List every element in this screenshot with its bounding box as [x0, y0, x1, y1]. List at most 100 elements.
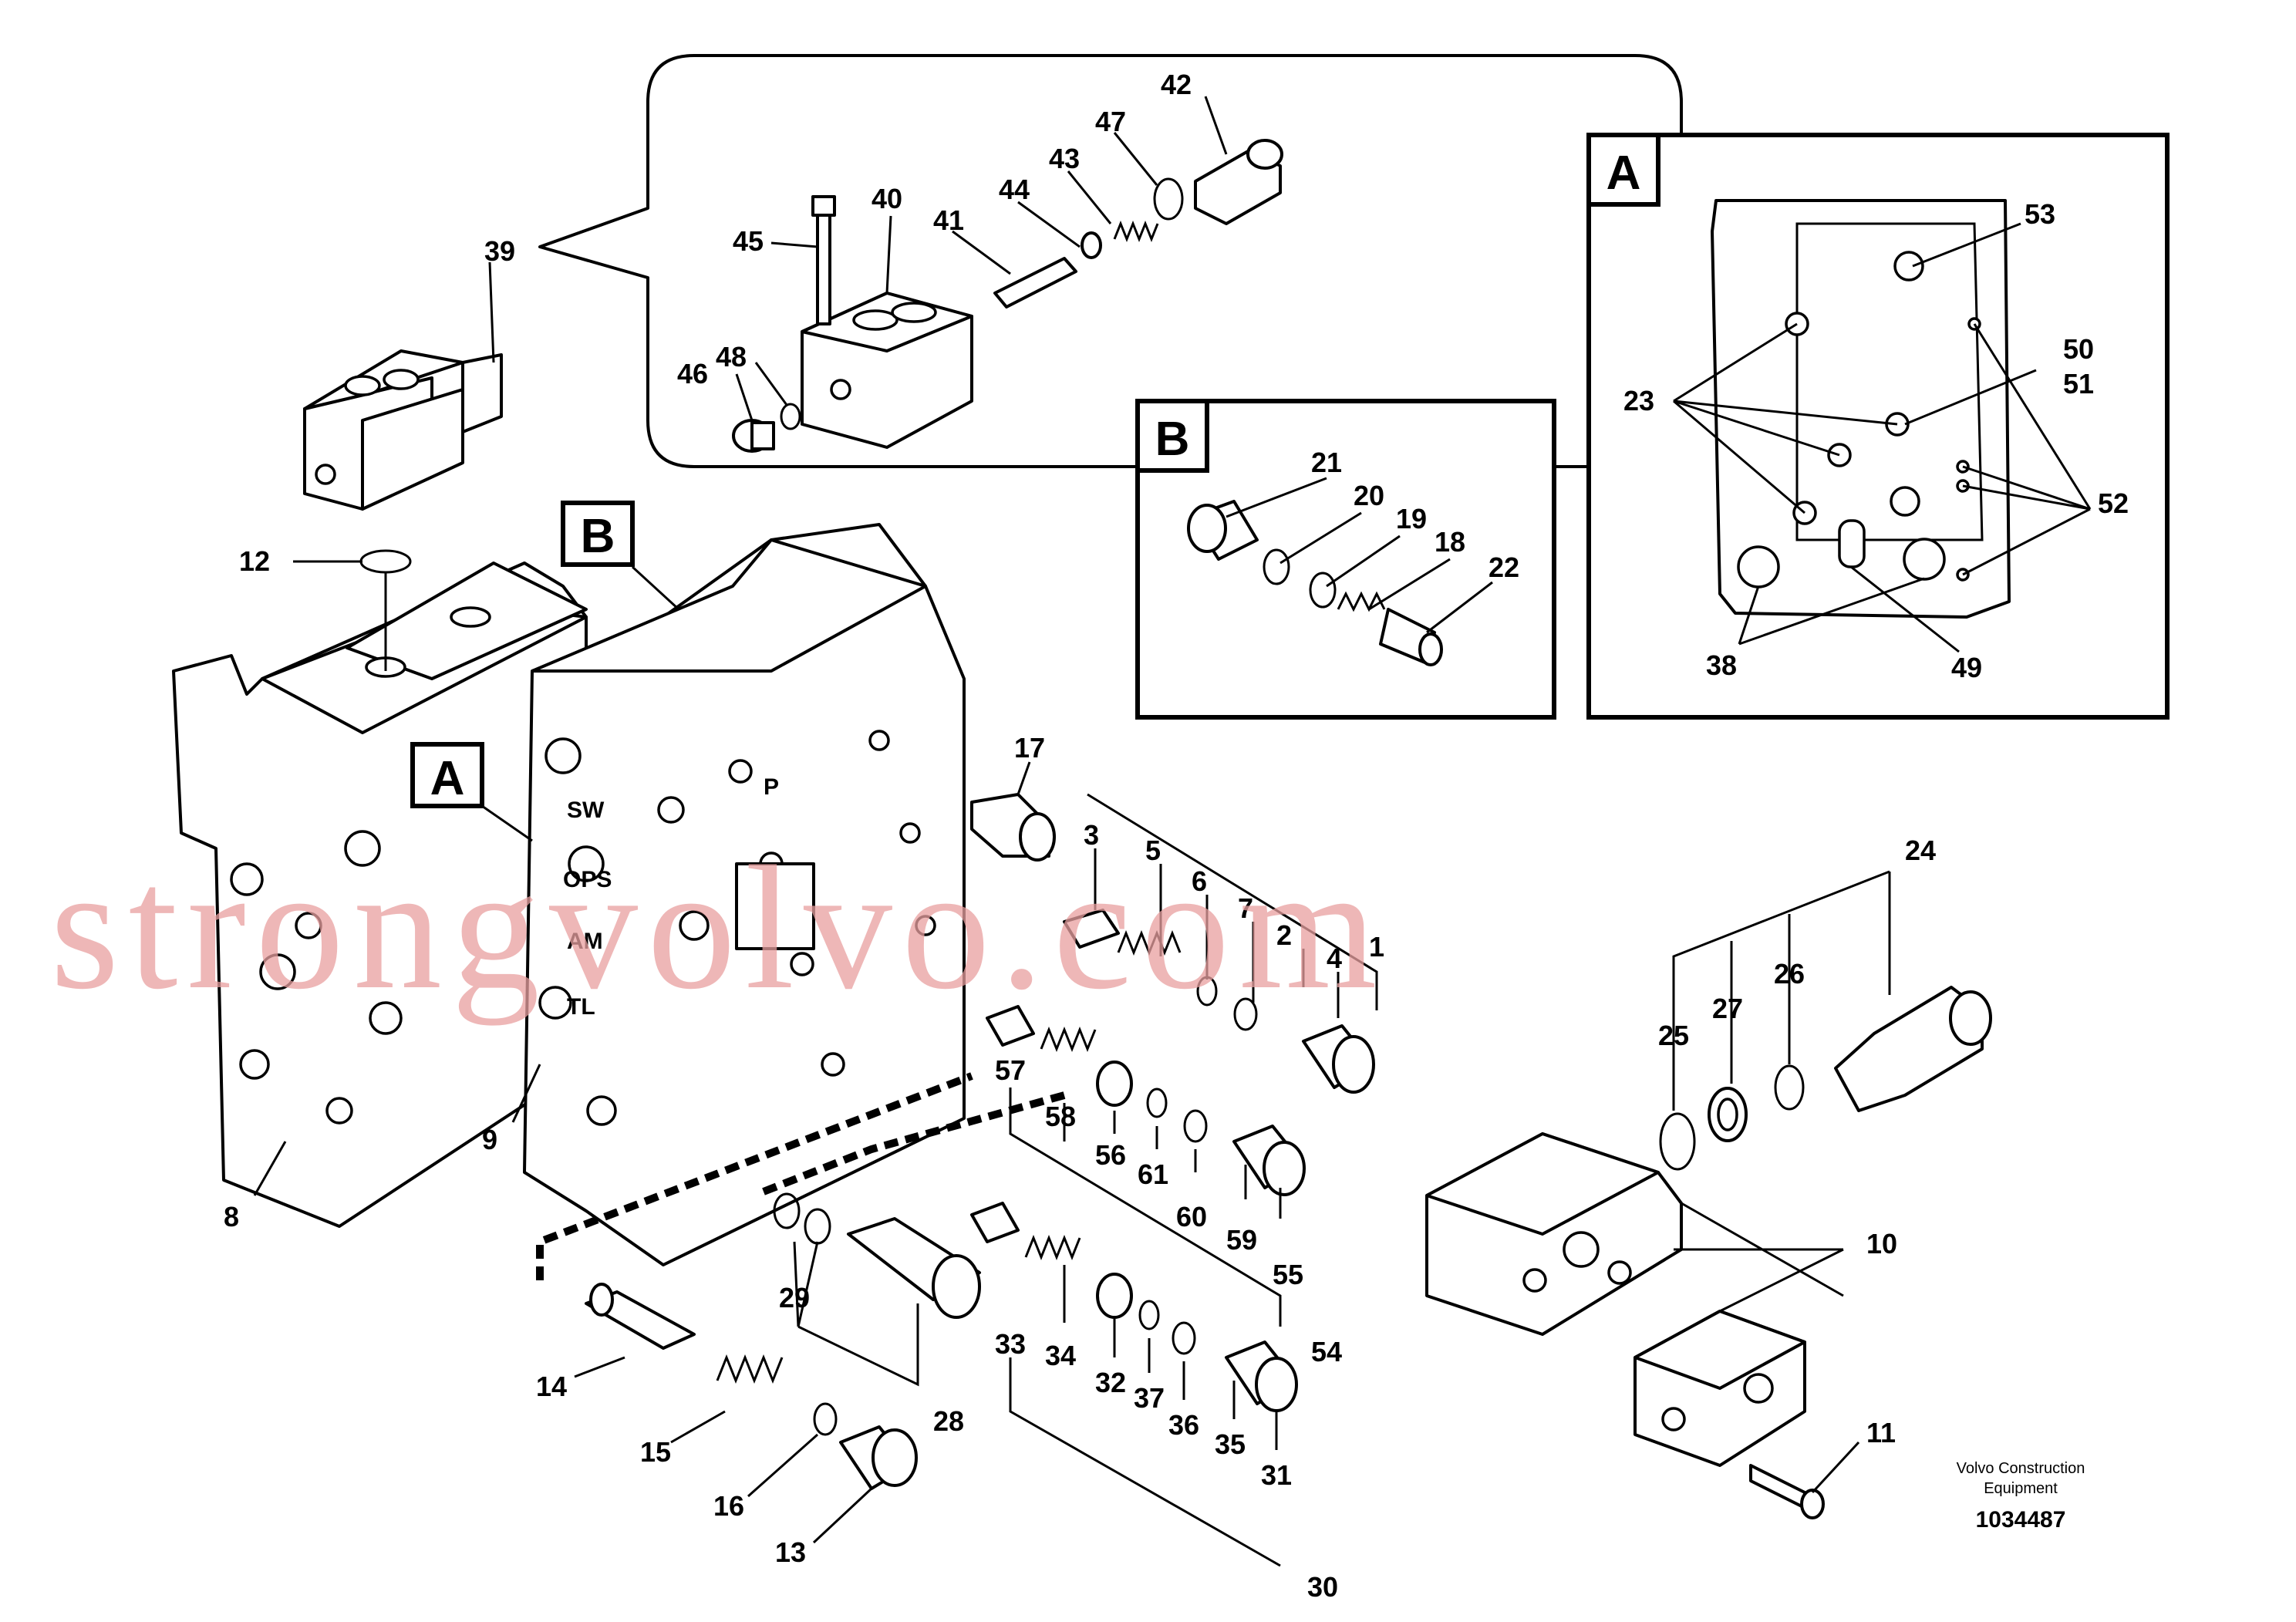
callout-29: 29 — [779, 1282, 810, 1313]
spring-5 — [1117, 929, 1182, 956]
callout-22: 22 — [1489, 551, 1519, 583]
spool-33 — [970, 1202, 1020, 1243]
solenoid-valve-39 — [303, 349, 503, 511]
callout-49: 49 — [1951, 652, 1982, 683]
callout-4: 4 — [1327, 943, 1342, 974]
drawing-caption: Volvo Construction Equipment 1034487 — [1957, 1460, 2085, 1533]
callout-12: 12 — [239, 545, 270, 577]
port-label-tl: TL — [567, 994, 595, 1020]
callout-54: 54 — [1311, 1336, 1342, 1367]
callout-24: 24 — [1905, 835, 1936, 866]
valve-section-9: SW OPS AM TL P — [523, 523, 966, 1266]
watermark-text: strongvolvo.com — [50, 829, 1386, 1026]
o-ring-36 — [1172, 1321, 1196, 1355]
callout-33: 33 — [995, 1328, 1026, 1360]
spring-15 — [716, 1354, 784, 1384]
callout-8: 8 — [224, 1201, 239, 1233]
o-ring-16 — [813, 1402, 838, 1436]
callout-44: 44 — [999, 174, 1030, 205]
callout-32: 32 — [1095, 1367, 1126, 1398]
callout-38: 38 — [1706, 649, 1737, 681]
plug-55 — [1232, 1125, 1306, 1196]
callout-36: 36 — [1168, 1409, 1199, 1441]
svg-text:A: A — [430, 752, 465, 805]
callout-53: 53 — [2025, 198, 2055, 230]
solenoid-42 — [1194, 139, 1283, 225]
callout-2: 2 — [1276, 919, 1292, 951]
plug-17 — [970, 793, 1056, 862]
callout-18: 18 — [1435, 526, 1465, 558]
spring-43 — [1113, 220, 1159, 243]
detail-box-a: A — [1586, 133, 2170, 720]
pressure-sensor-24 — [1834, 986, 1992, 1112]
valve-section-8 — [172, 561, 588, 1228]
callout-47: 47 — [1095, 106, 1126, 137]
block-11 — [1633, 1310, 1806, 1467]
callout-10: 10 — [1866, 1228, 1897, 1259]
callout-41: 41 — [933, 204, 964, 236]
o-ring-7 — [1233, 997, 1258, 1031]
seal-27 — [1708, 1087, 1748, 1142]
gear-56 — [1096, 1061, 1133, 1107]
callout-46: 46 — [677, 358, 708, 389]
callout-59: 59 — [1226, 1224, 1257, 1256]
drawing-number: 1034487 — [1976, 1507, 2066, 1533]
gear-32 — [1096, 1273, 1133, 1319]
callout-60: 60 — [1176, 1201, 1207, 1233]
callout-5: 5 — [1145, 835, 1161, 866]
callout-numbers: 42 47 43 44 41 40 45 39 48 46 53 23 50 5… — [224, 69, 2129, 1603]
callout-48: 48 — [716, 341, 747, 373]
callout-7: 7 — [1238, 892, 1253, 924]
brand-line-2: Equipment — [1984, 1480, 2058, 1497]
plug-4 — [1302, 1024, 1375, 1094]
callout-26: 26 — [1774, 958, 1805, 990]
callout-13: 13 — [775, 1536, 806, 1568]
callout-15: 15 — [640, 1436, 671, 1468]
svg-text:B: B — [581, 510, 615, 563]
dashed-path-spool-14 — [536, 1072, 973, 1280]
callout-11: 11 — [1866, 1417, 1896, 1448]
bolt-11 — [1749, 1464, 1825, 1519]
bolt-45 — [811, 195, 836, 325]
callout-51: 51 — [2063, 368, 2094, 400]
spool-3 — [1063, 909, 1120, 949]
o-ring-26 — [1774, 1064, 1805, 1111]
callout-45: 45 — [733, 225, 764, 257]
callout-3: 3 — [1084, 819, 1099, 851]
callout-31: 31 — [1261, 1459, 1292, 1491]
port-label-ops: OPS — [563, 867, 612, 892]
callout-30: 30 — [1307, 1571, 1338, 1603]
callout-1: 1 — [1369, 931, 1384, 963]
callout-42: 42 — [1161, 69, 1192, 100]
callout-56: 56 — [1095, 1139, 1126, 1171]
o-ring-60 — [1183, 1109, 1208, 1143]
callout-21: 21 — [1311, 447, 1342, 478]
spring-34 — [1024, 1234, 1081, 1261]
spring-58 — [1040, 1026, 1097, 1053]
o-ring-25 — [1659, 1112, 1696, 1171]
cover-10 — [1425, 1132, 1683, 1336]
plug-46 — [732, 419, 775, 453]
callout-58: 58 — [1045, 1101, 1076, 1132]
o-ring-37 — [1138, 1300, 1160, 1330]
callout-25: 25 — [1658, 1020, 1689, 1051]
section-label-b: B — [561, 501, 680, 611]
plug-28 — [847, 1217, 981, 1319]
callout-40: 40 — [872, 183, 902, 214]
brand-line-1: Volvo Construction — [1957, 1460, 2085, 1477]
callout-61: 61 — [1138, 1158, 1168, 1190]
callout-39: 39 — [484, 235, 515, 267]
o-ring-47 — [1153, 177, 1184, 221]
port-label-p: P — [764, 774, 779, 800]
callout-23: 23 — [1623, 385, 1654, 416]
spool-14 — [585, 1283, 696, 1350]
callout-52: 52 — [2098, 487, 2129, 519]
callout-20: 20 — [1354, 480, 1384, 511]
callout-27: 27 — [1712, 993, 1743, 1024]
port-label-sw: SW — [567, 798, 605, 823]
callout-28: 28 — [933, 1405, 964, 1437]
spool-57 — [986, 1005, 1035, 1047]
detail-letter-a: A — [1607, 147, 1641, 200]
detail-box-b: B — [1135, 399, 1556, 720]
